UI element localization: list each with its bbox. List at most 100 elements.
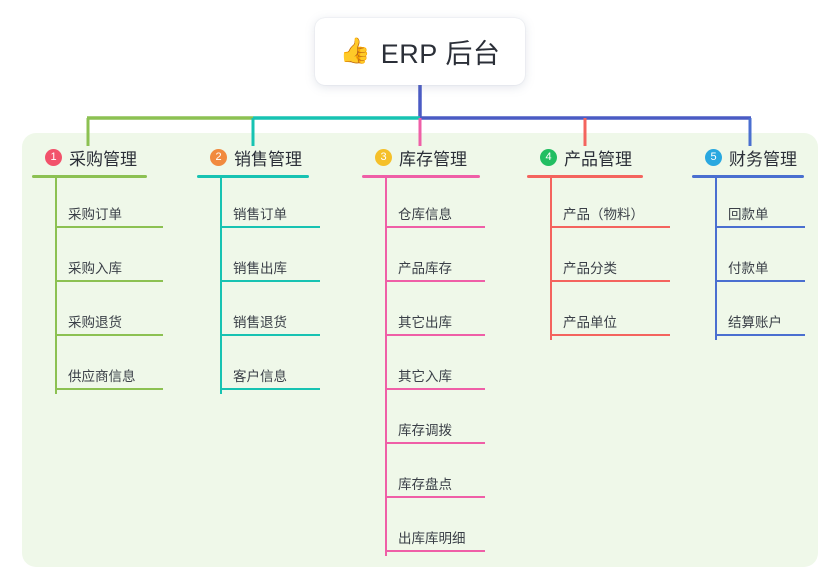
branch-item-label: 客户信息 [233, 369, 287, 384]
branch-item-label: 销售订单 [233, 207, 287, 222]
branch-item-label: 结算账户 [728, 315, 782, 330]
branch-number-badge: 3 [375, 148, 392, 166]
branch-item-label: 采购订单 [68, 207, 122, 222]
branch-number-badge: 1 [45, 148, 62, 166]
branch-item-rule [385, 388, 485, 390]
branch-item[interactable]: 产品分类 [527, 232, 670, 286]
branch-item-label: 付款单 [728, 261, 769, 276]
branch-item-label: 销售出库 [233, 261, 287, 276]
branch-items: 采购订单采购入库采购退货供应商信息 [32, 178, 163, 394]
root-title: ERP 后台 [380, 39, 501, 69]
branch-column-5: 5 财务管理回款单付款单结算账户 [692, 146, 805, 340]
branch-column-4: 4 产品管理产品（物料） 产品分类产品单位 [527, 146, 670, 340]
branch-item-rule [385, 280, 485, 282]
branch-item[interactable]: 产品单位 [527, 286, 670, 340]
branch-item-rule [55, 334, 163, 336]
branch-spine [550, 178, 552, 340]
branch-item[interactable]: 付款单 [692, 232, 805, 286]
branch-item[interactable]: 销售退货 [197, 286, 320, 340]
branch-item-rule [385, 442, 485, 444]
branch-item-label: 销售退货 [233, 315, 287, 330]
branch-number-badge: 5 [705, 148, 722, 166]
branch-item[interactable]: 客户信息 [197, 340, 320, 394]
branch-item-label: 采购退货 [68, 315, 122, 330]
branch-item[interactable]: 库存盘点 [362, 448, 485, 502]
branch-item-rule [220, 334, 320, 336]
branch-item-rule [220, 388, 320, 390]
branch-item-label: 采购入库 [68, 261, 122, 276]
branch-column-3: 3 库存管理仓库信息产品库存其它出库其它入库库存调拨库存盘点出库库明细 [362, 146, 485, 556]
branch-item[interactable]: 结算账户 [692, 286, 805, 340]
branch-header-2[interactable]: 2 销售管理 [197, 146, 309, 169]
branch-number-badge: 4 [540, 148, 557, 166]
branch-item-rule [385, 496, 485, 498]
branch-item[interactable]: 产品（物料） [527, 178, 670, 232]
branch-underline [692, 175, 804, 178]
branch-item[interactable]: 销售出库 [197, 232, 320, 286]
branch-item-rule [55, 280, 163, 282]
branch-item[interactable]: 产品库存 [362, 232, 485, 286]
branch-header-3[interactable]: 3 库存管理 [362, 146, 480, 169]
branch-header-4[interactable]: 4 产品管理 [527, 146, 643, 169]
branch-item-label: 产品库存 [398, 261, 452, 276]
branch-item-rule [385, 550, 485, 552]
branch-title: 库存管理 [399, 149, 467, 169]
branch-item[interactable]: 其它入库 [362, 340, 485, 394]
thumbs-up-icon: 👍 [339, 37, 371, 65]
branch-items: 回款单付款单结算账户 [692, 178, 805, 340]
branch-item[interactable]: 回款单 [692, 178, 805, 232]
branch-item[interactable]: 销售订单 [197, 178, 320, 232]
branch-item[interactable]: 库存调拨 [362, 394, 485, 448]
branch-item-label: 产品分类 [563, 261, 617, 276]
branch-item-rule [55, 388, 163, 390]
branch-underline [32, 175, 147, 178]
branch-header-5[interactable]: 5 财务管理 [692, 146, 804, 169]
branch-item[interactable]: 出库库明细 [362, 502, 485, 556]
branch-item-label: 库存盘点 [398, 477, 452, 492]
branch-item-label: 供应商信息 [68, 369, 136, 384]
branch-item[interactable]: 采购退货 [32, 286, 163, 340]
branch-title: 销售管理 [234, 149, 302, 169]
branch-item-label: 库存调拨 [398, 423, 452, 438]
branch-item-label: 产品（物料） [563, 207, 644, 222]
branch-item-label: 出库库明细 [398, 531, 466, 546]
branch-item-rule [715, 334, 805, 336]
branch-spine [385, 178, 387, 556]
branch-item[interactable]: 其它出库 [362, 286, 485, 340]
branch-items: 仓库信息产品库存其它出库其它入库库存调拨库存盘点出库库明细 [362, 178, 485, 556]
branch-item-rule [220, 280, 320, 282]
branch-item-rule [550, 280, 670, 282]
branch-item-rule [550, 334, 670, 336]
branch-item-rule [715, 226, 805, 228]
branch-spine [715, 178, 717, 340]
branch-underline [362, 175, 480, 178]
branch-item-rule [715, 280, 805, 282]
branch-header-1[interactable]: 1 采购管理 [32, 146, 147, 169]
branches-panel [22, 133, 818, 567]
branch-underline [197, 175, 309, 178]
branch-title: 产品管理 [564, 149, 632, 169]
branch-spine [55, 178, 57, 394]
branch-item-rule [220, 226, 320, 228]
branch-underline [527, 175, 643, 178]
branch-item-rule [550, 226, 670, 228]
branch-items: 销售订单销售出库销售退货客户信息 [197, 178, 320, 394]
branch-item[interactable]: 采购订单 [32, 178, 163, 232]
branch-column-1: 1 采购管理采购订单采购入库采购退货供应商信息 [32, 146, 163, 394]
branch-item[interactable]: 仓库信息 [362, 178, 485, 232]
branch-items: 产品（物料） 产品分类产品单位 [527, 178, 670, 340]
branch-item[interactable]: 采购入库 [32, 232, 163, 286]
branch-spine [220, 178, 222, 394]
branch-item-label: 回款单 [728, 207, 769, 222]
branch-title: 财务管理 [729, 149, 797, 169]
branch-item-rule [55, 226, 163, 228]
branch-item-rule [385, 226, 485, 228]
root-node[interactable]: 👍 ERP 后台 [315, 18, 525, 85]
branch-title: 采购管理 [69, 149, 137, 169]
branch-item-rule [385, 334, 485, 336]
branch-item[interactable]: 供应商信息 [32, 340, 163, 394]
branch-number-badge: 2 [210, 148, 227, 166]
branch-item-label: 其它入库 [398, 369, 452, 384]
branch-column-2: 2 销售管理销售订单销售出库销售退货客户信息 [197, 146, 320, 394]
